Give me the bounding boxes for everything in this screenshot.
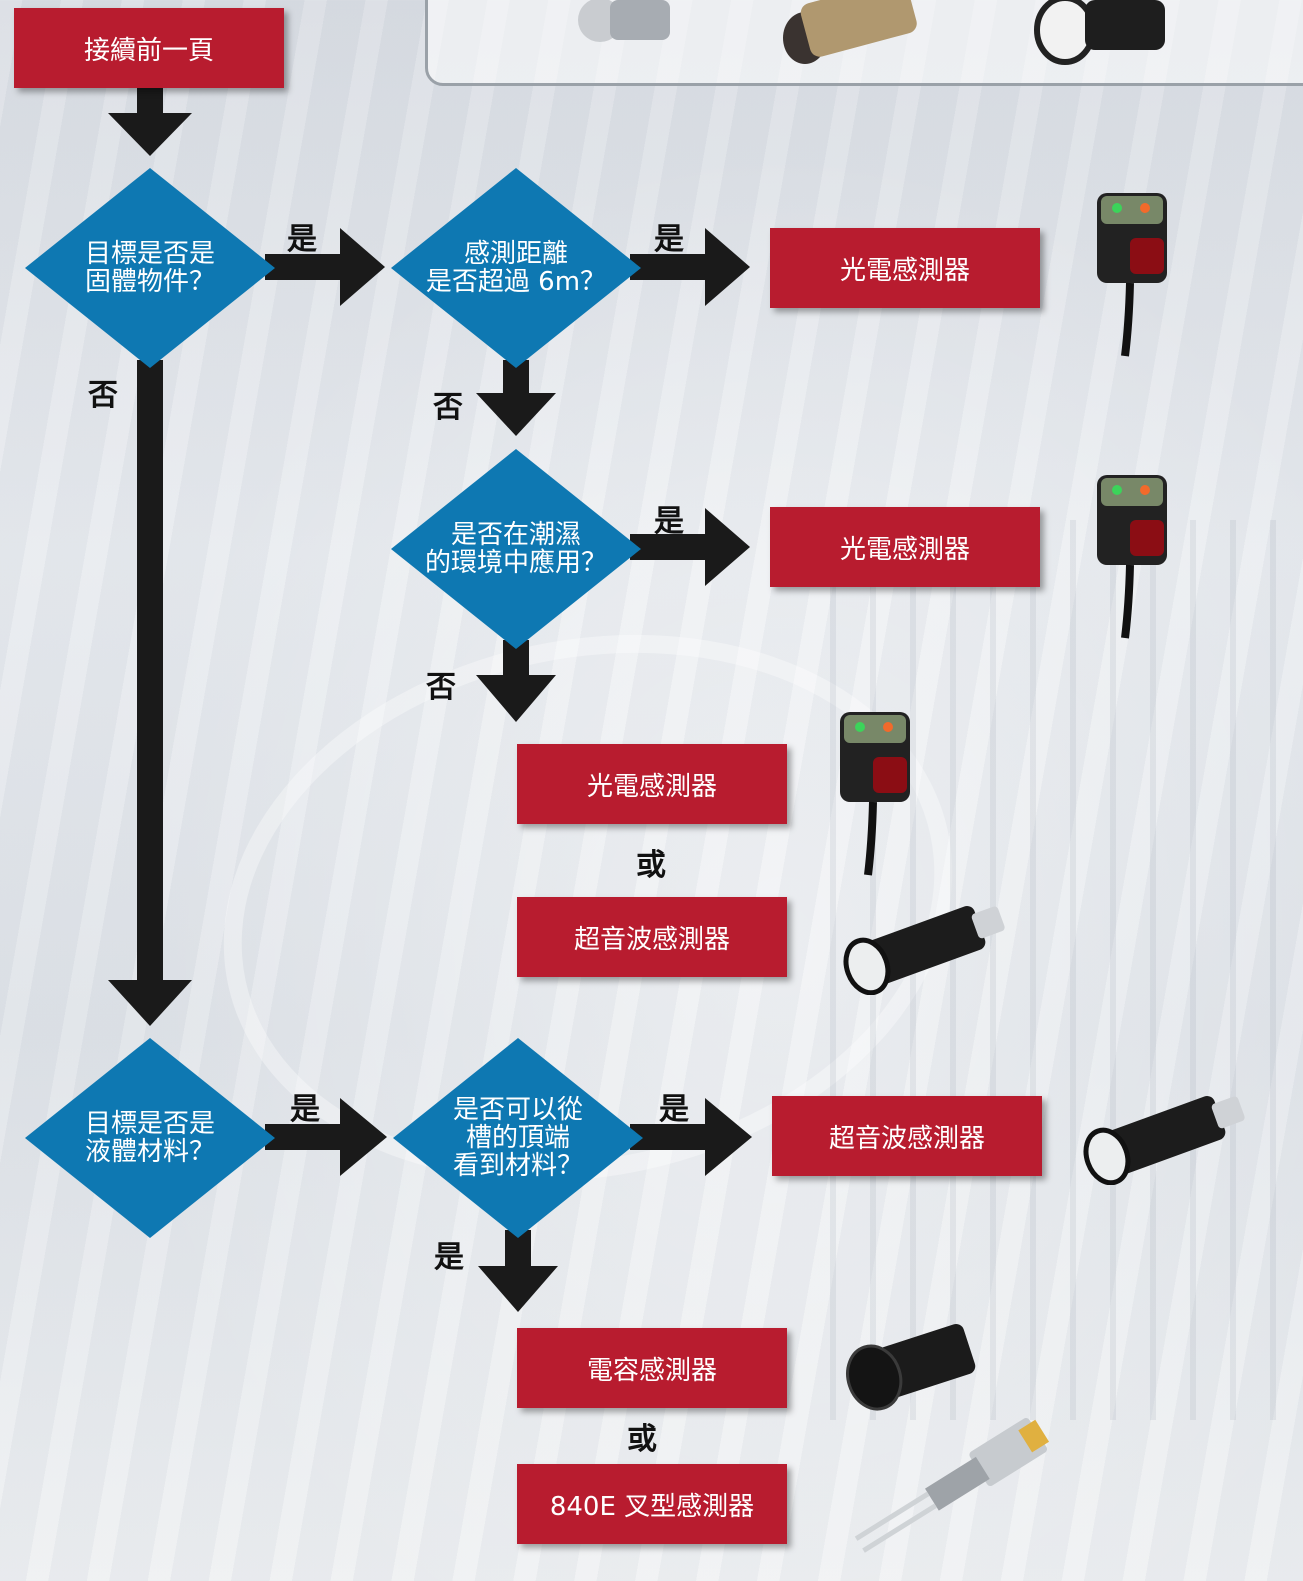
- result-photoelectric-2: 光電感測器: [770, 507, 1040, 587]
- decision-tank: 是否可以從 槽的頂端 看到材料？: [393, 1038, 643, 1238]
- decision-distance-line1: 感測距離: [463, 239, 568, 269]
- photoelectric-sensor-image-2: [1097, 475, 1167, 639]
- result-photoelectric-3: 光電感測器: [517, 744, 787, 824]
- decision-distance: 感測距離 是否超過 6m？: [391, 168, 641, 368]
- start-label: 接續前一頁: [83, 35, 214, 66]
- label-distance-no: 否: [433, 390, 463, 425]
- result-ultrasonic-2: 超音波感測器: [772, 1096, 1042, 1176]
- result-ultrasonic-2-label: 超音波感測器: [828, 1123, 985, 1154]
- result-ultrasonic-1-label: 超音波感測器: [573, 924, 730, 955]
- label-solid-yes: 是: [287, 222, 317, 257]
- label-tank-yes-right: 是: [659, 1092, 689, 1127]
- result-fork: 840E 叉型感測器: [517, 1464, 787, 1544]
- result-fork-label: 840E 叉型感測器: [549, 1491, 755, 1522]
- decision-solid-line1: 目標是否是: [84, 239, 215, 269]
- result-photoelectric-1: 光電感測器: [770, 228, 1040, 308]
- capacitive-sensor-image: [846, 1323, 976, 1411]
- label-solid-no: 否: [88, 378, 118, 413]
- decision-tank-line1: 是否可以從: [452, 1095, 583, 1125]
- decision-solid: 目標是否是 固體物件？: [25, 168, 275, 368]
- fork-sensor-image: [854, 1417, 1050, 1553]
- result-photoelectric-2-label: 光電感測器: [839, 534, 970, 565]
- decision-liquid-line2: 液體材料？: [84, 1137, 215, 1167]
- decision-humid: 是否在潮濕 的環境中應用？: [391, 449, 641, 649]
- photoelectric-sensor-image-1: [1097, 193, 1167, 357]
- photoelectric-sensor-image-3: [840, 712, 910, 876]
- label-liquid-yes: 是: [290, 1092, 320, 1127]
- label-or-1: 或: [636, 848, 666, 883]
- label-humid-yes: 是: [654, 504, 684, 539]
- result-ultrasonic-1: 超音波感測器: [517, 897, 787, 977]
- decision-humid-line2: 的環境中應用？: [424, 548, 607, 578]
- label-distance-yes: 是: [654, 222, 684, 257]
- start-box: 接續前一頁: [14, 8, 284, 88]
- label-or-2: 或: [627, 1422, 657, 1457]
- result-capacitive-label: 電容感測器: [586, 1355, 717, 1386]
- sensor-image-inductive: [783, 0, 917, 64]
- decision-solid-line2: 固體物件？: [84, 267, 215, 297]
- decision-tank-line2: 槽的頂端: [465, 1123, 570, 1153]
- result-capacitive: 電容感測器: [517, 1328, 787, 1408]
- decision-liquid: 目標是否是 液體材料？: [25, 1038, 275, 1238]
- sensor-image-stainless: [578, 0, 670, 42]
- sensor-image-ultrasonic-top: [1034, 0, 1165, 65]
- label-humid-no: 否: [426, 670, 456, 705]
- result-photoelectric-3-label: 光電感測器: [586, 771, 717, 802]
- decision-humid-line1: 是否在潮濕: [450, 520, 581, 550]
- ultrasonic-sensor-image-2: [1083, 1096, 1245, 1185]
- decision-liquid-line1: 目標是否是: [84, 1109, 215, 1139]
- label-tank-yes-down: 是: [434, 1240, 464, 1275]
- ultrasonic-sensor-image-1: [843, 906, 1005, 995]
- decision-distance-line2: 是否超過 6m？: [425, 267, 607, 297]
- decision-tank-line3: 看到材料？: [452, 1151, 583, 1181]
- result-photoelectric-1-label: 光電感測器: [839, 255, 970, 286]
